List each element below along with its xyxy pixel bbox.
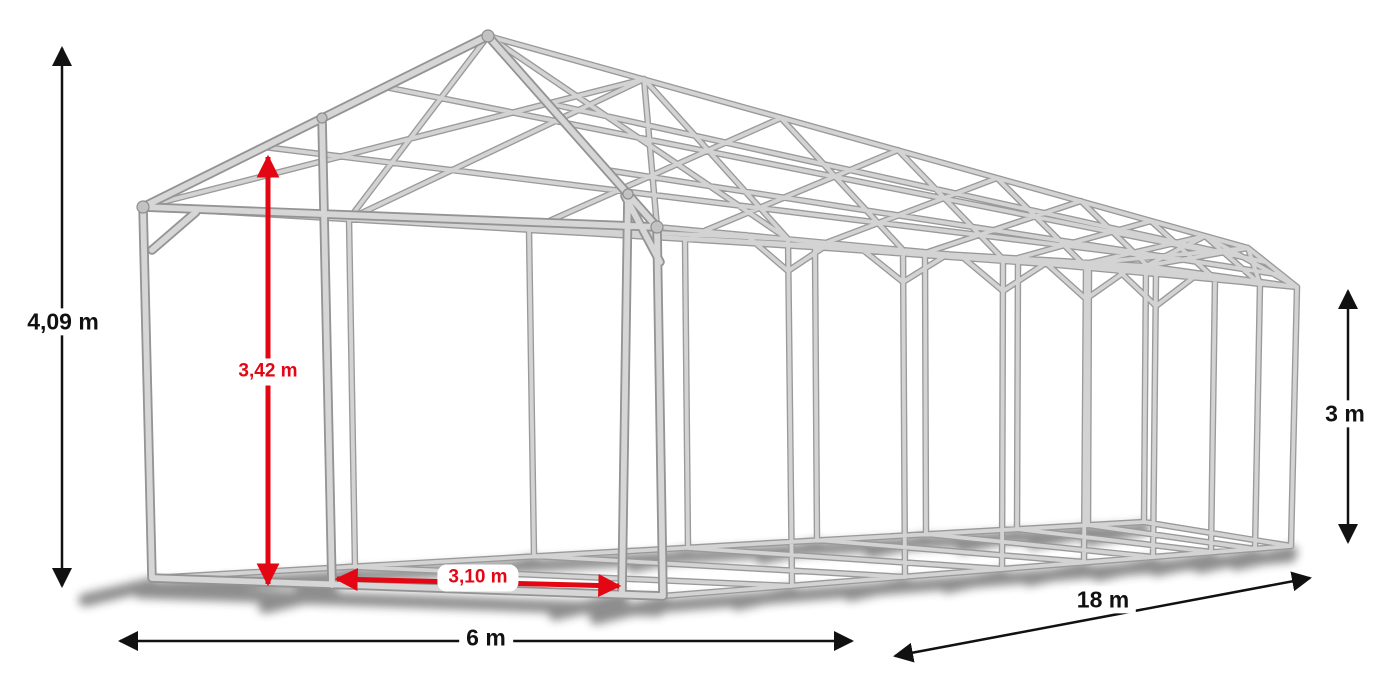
frame-joints	[136, 29, 664, 234]
door-width-label: 3,10 m	[437, 564, 519, 592]
length-arrow	[893, 571, 1312, 663]
length-label: 18 m	[1069, 586, 1137, 614]
side-height-label: 3 m	[1318, 400, 1372, 428]
total-height-label: 4,09 m	[20, 308, 106, 336]
frame-tubes-front-gable	[143, 36, 663, 596]
width-label: 6 m	[459, 624, 513, 652]
inner-height-label: 3,42 m	[227, 358, 309, 386]
